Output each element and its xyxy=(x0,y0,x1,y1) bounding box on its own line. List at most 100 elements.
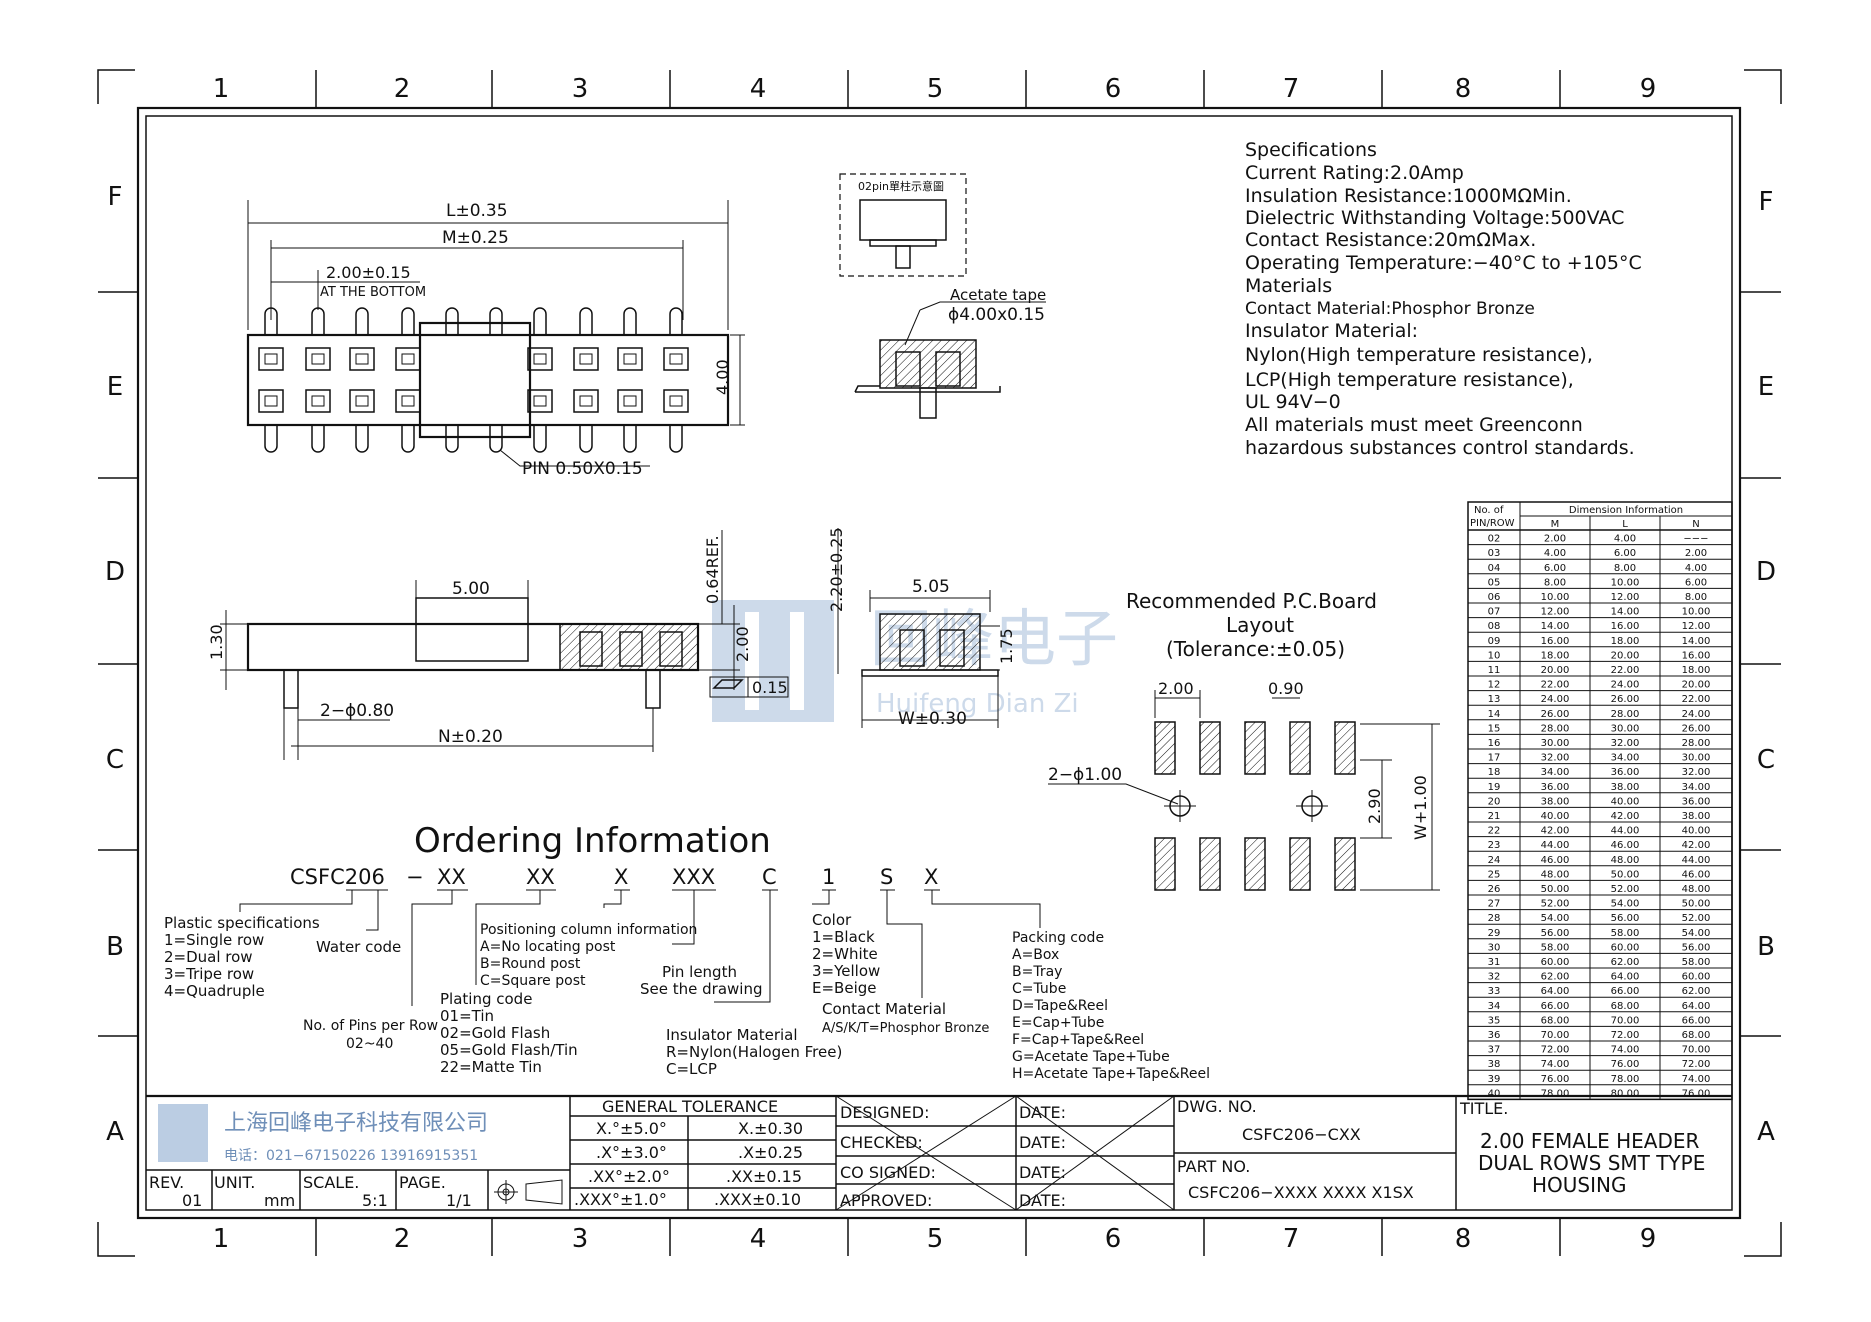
table-cell: 42.00 xyxy=(1682,840,1711,851)
svg-text:.X°±3.0°: .X°±3.0° xyxy=(596,1143,667,1162)
ordering-pins-per-row: No. of Pins per Row 02~40 xyxy=(303,1018,438,1052)
pin-top xyxy=(401,307,415,335)
row-label: E xyxy=(107,372,123,402)
spec-line: LCP(High temperature resistance), xyxy=(1245,369,1574,391)
title-line: 2.00 FEMALE HEADER xyxy=(1480,1129,1699,1153)
svg-text:05=Gold Flash/Tin: 05=Gold Flash/Tin xyxy=(440,1041,578,1059)
table-cell: 60.00 xyxy=(1611,942,1640,953)
table-cell: 38 xyxy=(1488,1059,1501,1070)
contact-cell-inner xyxy=(264,395,278,407)
svg-text:H=Acetate Tape+Tape&Reel: H=Acetate Tape+Tape&Reel xyxy=(1012,1066,1210,1082)
table-cell: 74.00 xyxy=(1541,1059,1570,1070)
table-cell: 31 xyxy=(1488,957,1501,968)
table-cell: 08 xyxy=(1488,621,1501,632)
dim-W: W±0.30 xyxy=(898,709,967,729)
tolerance-title: GENERAL TOLERANCE xyxy=(602,1097,778,1116)
table-cell: 02 xyxy=(1488,534,1501,545)
table-header: No. of xyxy=(1474,505,1504,516)
table-cell: 76.00 xyxy=(1611,1059,1640,1070)
table-cell: 68.00 xyxy=(1682,1030,1711,1041)
table-cell: 44.00 xyxy=(1682,855,1711,866)
contact-cell xyxy=(349,347,375,371)
table-cell: 32.00 xyxy=(1541,753,1570,764)
table-cell: 26 xyxy=(1488,884,1501,895)
title-line: HOUSING xyxy=(1532,1173,1626,1197)
table-cell: 22.00 xyxy=(1682,694,1711,705)
pcb-pad xyxy=(1199,721,1221,775)
contact-cell xyxy=(305,347,331,371)
table-cell: 70.00 xyxy=(1611,1015,1640,1026)
pin-label: PIN 0.50X0.15 xyxy=(522,459,643,479)
side-view: 5.00 1.30 2−ϕ0.80 N±0.20 2.00 0.64REF. 0… xyxy=(207,527,1016,760)
svg-text:CO SIGNED:: CO SIGNED: xyxy=(840,1163,936,1182)
company-phone: 电话：021−67150226 13916915351 xyxy=(224,1148,478,1164)
table-cell: 35 xyxy=(1488,1015,1501,1026)
table-cell: 14.00 xyxy=(1611,607,1640,618)
contact-cell xyxy=(527,347,553,371)
table-cell: 42.00 xyxy=(1541,826,1570,837)
table-cell: 11 xyxy=(1488,665,1501,676)
code-part: XXX xyxy=(672,865,715,889)
acetate-dim: ϕ4.00x0.15 xyxy=(948,305,1045,325)
svg-text:X.±0.30: X.±0.30 xyxy=(738,1119,803,1138)
table-cell: 21 xyxy=(1488,811,1501,822)
table-cell: 37 xyxy=(1488,1045,1501,1056)
table-cell: 76.00 xyxy=(1682,1088,1711,1099)
table-cell: 36 xyxy=(1488,1030,1501,1041)
svg-text:See the drawing: See the drawing xyxy=(640,980,762,998)
table-cell: 12.00 xyxy=(1682,621,1711,632)
dim-L: L±0.35 xyxy=(446,201,508,221)
scale-label: SCALE. xyxy=(303,1173,359,1192)
dwg-label: DWG. NO. xyxy=(1177,1097,1257,1116)
table-cell: 4.00 xyxy=(1544,548,1566,559)
contact-cell-inner xyxy=(623,395,637,407)
svg-text:1=Black: 1=Black xyxy=(812,928,875,946)
col-label: 6 xyxy=(1105,74,1122,104)
table-cell: 32.00 xyxy=(1682,767,1711,778)
row-label: C xyxy=(106,745,124,775)
dim-175: 1.75 xyxy=(997,628,1016,664)
dim-505: 5.05 xyxy=(912,577,950,597)
contact-cell-inner xyxy=(264,353,278,365)
table-cell: 28 xyxy=(1488,913,1501,924)
contact-cell-inner xyxy=(623,353,637,365)
pin-bottom xyxy=(264,425,278,453)
table-cell: 26.00 xyxy=(1541,709,1570,720)
table-cell: 12.00 xyxy=(1541,607,1570,618)
col-label: 2 xyxy=(394,74,411,104)
svg-text:Pin length: Pin length xyxy=(662,963,737,981)
contact-cell-inner xyxy=(669,353,683,365)
table-cell: 14.00 xyxy=(1682,636,1711,647)
table-cell: 66.00 xyxy=(1682,1015,1711,1026)
pin-bottom xyxy=(669,425,683,453)
contact-cell-inner xyxy=(355,353,369,365)
contact-cell-inner xyxy=(311,395,325,407)
table-cell: 22.00 xyxy=(1611,665,1640,676)
svg-text:2=White: 2=White xyxy=(812,945,878,963)
pcb-pad xyxy=(1289,721,1311,775)
rev-value: 01 xyxy=(182,1191,202,1210)
table-cell: 74.00 xyxy=(1611,1045,1640,1056)
pin-diagram-label: 02pin單柱示意圖 xyxy=(858,179,944,193)
rev-label: REV. xyxy=(149,1173,184,1192)
table-cell: 40.00 xyxy=(1541,811,1570,822)
table-cell: 10.00 xyxy=(1682,607,1711,618)
table-cell: 78.00 xyxy=(1611,1074,1640,1085)
table-cell: 4.00 xyxy=(1614,534,1636,545)
unit-value: mm xyxy=(264,1191,295,1210)
svg-text:E=Cap+Tube: E=Cap+Tube xyxy=(1012,1015,1104,1031)
table-cell: 12 xyxy=(1488,680,1501,691)
table-cell: 32 xyxy=(1488,972,1501,983)
svg-text:DATE:: DATE: xyxy=(1019,1191,1066,1210)
pcb-title-1: Recommended P.C.Board xyxy=(1126,589,1377,613)
table-cell: 23 xyxy=(1488,840,1501,851)
table-cell: 07 xyxy=(1488,607,1501,618)
ordering-insulator: Insulator Material R=Nylon(Halogen Free)… xyxy=(666,1026,842,1078)
table-cell: 29 xyxy=(1488,928,1501,939)
table-cell: 22.00 xyxy=(1541,680,1570,691)
col-label: 4 xyxy=(750,1224,767,1254)
spec-line: Contact Material:Phosphor Bronze xyxy=(1245,299,1535,319)
svg-text:No. of Pins per Row: No. of Pins per Row xyxy=(303,1018,438,1034)
svg-text:APPROVED:: APPROVED: xyxy=(840,1191,932,1210)
part-value: CSFC206−XXXX XXXX X1SX xyxy=(1188,1183,1414,1202)
